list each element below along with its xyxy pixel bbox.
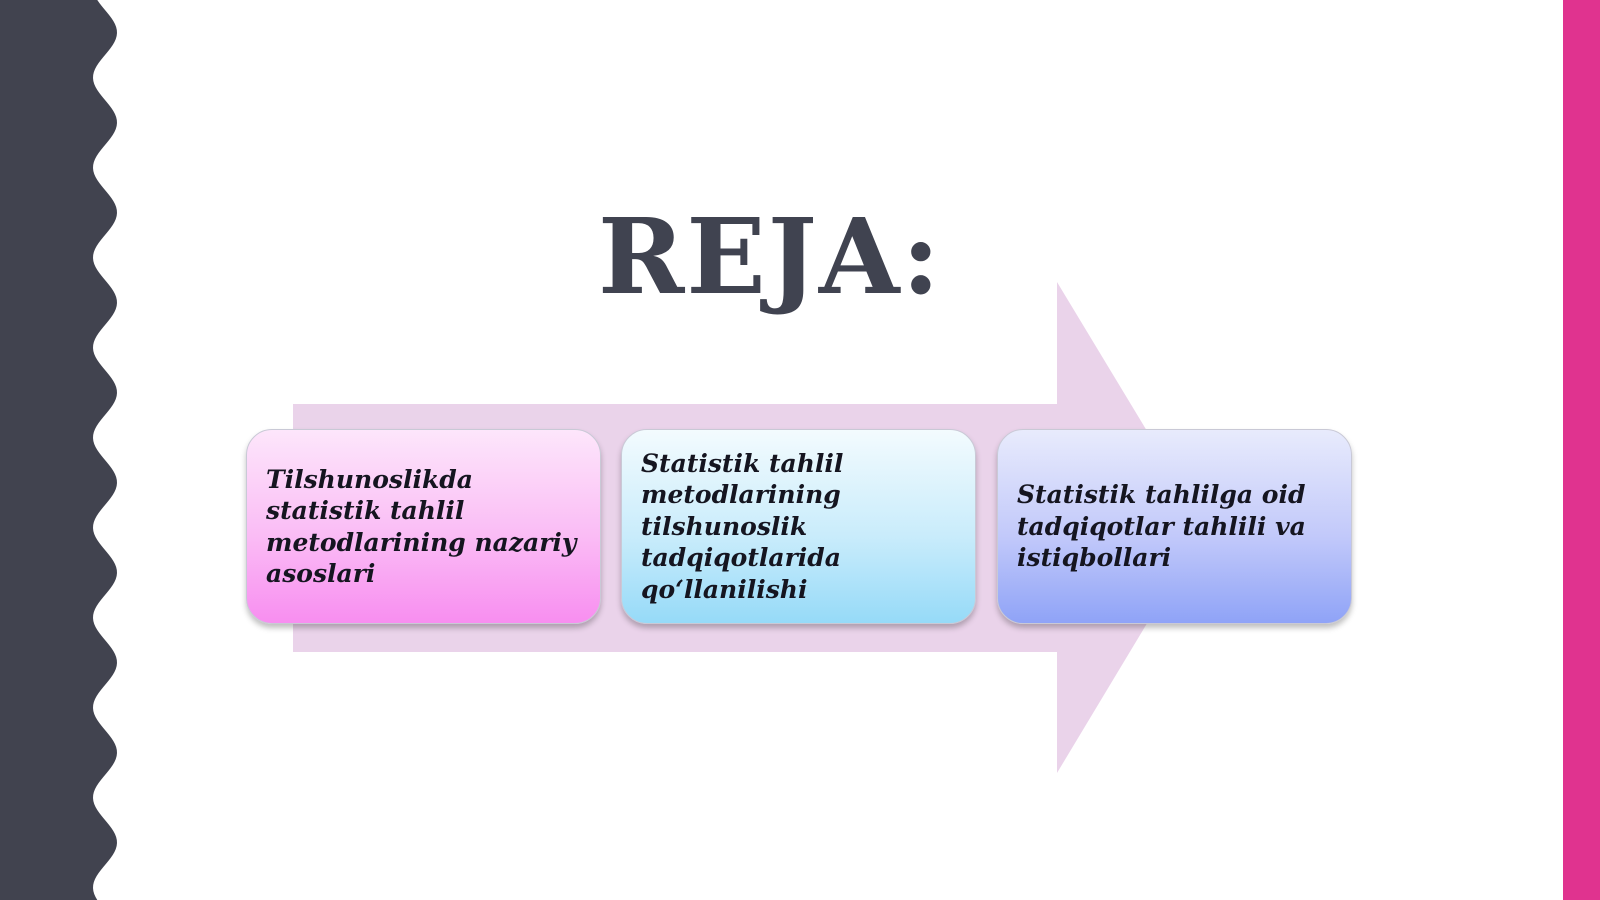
step-box-1: Tilshunoslikda statistik tahlil metodlar… <box>246 429 601 624</box>
slide-title: REJA: <box>598 195 942 318</box>
right-accent-bar <box>1563 0 1600 900</box>
left-wavy-band <box>0 0 117 900</box>
step-2-label: Statistik tahlil metodlarining tilshunos… <box>641 448 844 604</box>
step-3-label: Statistik tahlilga oid tadqiqotlar tahli… <box>1017 480 1306 573</box>
step-1-label: Tilshunoslikda statistik tahlil metodlar… <box>266 464 577 589</box>
step-box-2: Statistik tahlil metodlarining tilshunos… <box>621 429 976 624</box>
step-box-3: Statistik tahlilga oid tadqiqotlar tahli… <box>997 429 1352 624</box>
